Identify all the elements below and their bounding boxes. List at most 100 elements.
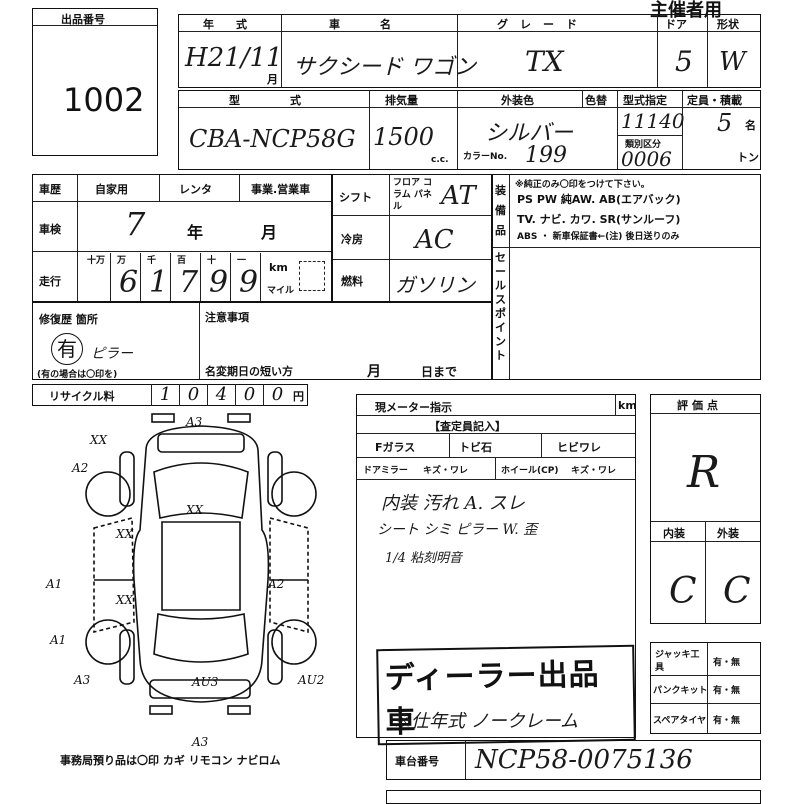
car-body-outline	[132, 425, 270, 703]
history-box: 車歴 自家用 レンタ 事業.営業車 車検 7 年 月 走行 km マイル 十万万…	[32, 174, 332, 302]
damage-mark: A3	[185, 415, 203, 429]
inspector-section-label: 【査定員記入】	[429, 420, 506, 433]
car-name-value: サクシード ワゴン	[293, 55, 476, 80]
spare-tire-options[interactable]: 有・無	[713, 716, 741, 726]
fuel-value: ガソリン	[395, 273, 475, 297]
equipment-line2: TV. ナビ. カワ. SR(サンルーフ)	[517, 213, 681, 226]
inspector-note-1: 内装 汚れ A. スレ	[381, 493, 525, 514]
mileage-digit-label: 百	[177, 256, 187, 266]
category-value: 0006	[621, 147, 672, 171]
inspector-note-3: 1/4 粘刻明音	[385, 551, 463, 566]
inspection-year-unit: 年	[187, 223, 204, 242]
equipment-line3: ABS ・ 新車保証書←(注) 後日送りのみ	[517, 232, 680, 242]
equipment-note: ※純正のみ〇印をつけて下さい。	[515, 180, 650, 190]
rental-label: レンタ	[179, 183, 212, 196]
damage-mark: A3	[191, 735, 209, 749]
recycle-digit: 1	[151, 384, 179, 406]
mile-check[interactable]	[299, 261, 325, 291]
mileage-digit-label: 一	[237, 256, 247, 266]
tire-rear-left	[85, 619, 131, 665]
grade-box: 評価点 R 内装 外装 C C	[650, 394, 761, 624]
displacement-value: 1500	[373, 123, 435, 151]
mileage-digit: 9	[239, 265, 259, 300]
year-month-unit: 月	[267, 73, 278, 86]
front-windshield	[153, 462, 249, 519]
mileage-digit-label: 千	[147, 256, 157, 266]
sales-point-label: セールスポイント	[495, 251, 506, 362]
cc-unit: c.c.	[431, 155, 449, 165]
meter-label: 現メーター指示	[375, 401, 452, 414]
equipment-label: 装備品	[495, 184, 506, 237]
interior-grade-value: C	[669, 571, 697, 612]
door-mirror-label: ドアミラー	[363, 466, 408, 476]
roof	[161, 521, 241, 611]
repair-label: 修復歴 箇所	[39, 313, 98, 326]
mileage-digit-label: 十万	[87, 256, 106, 266]
exterior-grade-value: C	[723, 571, 751, 612]
shift-value: AT	[441, 181, 476, 211]
exterior-color-label: 外装色	[501, 94, 534, 107]
rear-window	[153, 613, 249, 663]
door-value: 5	[675, 45, 693, 78]
grade-label: 評価点	[677, 399, 722, 412]
category-label: 類別区分	[625, 140, 662, 150]
capacity-label: 定員・積載	[687, 94, 742, 107]
lot-box: 出品番号 1002	[32, 8, 158, 156]
damage-mark: XX	[89, 433, 108, 447]
puncture-kit-label: パンクキット	[653, 686, 708, 696]
type-designation-label: 型式指定	[623, 94, 667, 107]
damage-mark: A2	[71, 461, 88, 475]
wheel-label: ホイール(CP)	[501, 466, 559, 476]
puncture-kit-options[interactable]: 有・無	[713, 686, 741, 696]
capacity-unit: 名	[745, 119, 756, 132]
recycle-digit: 0	[263, 384, 291, 406]
shift-label: シフト	[339, 191, 372, 204]
shape-label: 形状	[717, 18, 739, 31]
mileage-digit-label: 万	[117, 256, 127, 266]
chassis-box: 車台番号 NCP58-0075136	[386, 740, 761, 780]
spare-tire-label: スペアタイヤ	[653, 716, 707, 726]
damage-mark: A1	[45, 577, 62, 591]
recycle-digit: 4	[207, 384, 235, 406]
model-label: 型式	[229, 94, 351, 107]
damage-mark: A2	[267, 577, 284, 591]
notes-label: 注意事項	[205, 311, 249, 324]
private-use-label: 自家用	[95, 183, 128, 196]
name-change-label: 名変期日の短い方	[205, 365, 293, 378]
repair-hint: (有の場合は〇印を)	[37, 370, 118, 380]
mileage-digit: 1	[149, 265, 169, 300]
recycle-digit: 0	[235, 384, 263, 406]
damage-mark: XX	[115, 527, 134, 541]
top-right-label: 主催者用	[650, 0, 722, 21]
mileage-digit: 6	[119, 265, 139, 300]
color-change-label: 色替	[585, 94, 607, 107]
capacity-value: 5	[717, 109, 733, 137]
mileage-digit-label: 十	[207, 256, 217, 266]
front-bumper	[157, 433, 245, 453]
left-rear-pillar	[119, 629, 135, 685]
recycle-digit: 0	[179, 384, 207, 406]
damage-mark: AU2	[297, 673, 324, 687]
inspector-note-4: ※仕年式 ノークレーム	[393, 711, 579, 732]
left-mirror	[119, 451, 135, 507]
f-glass-label: Fガラス	[375, 441, 416, 454]
row1-box: 年式 車名 グレード ドア 形状 H21/11 月 サクシード ワゴン TX 5…	[178, 14, 761, 88]
model-value: CBA-NCP58G	[189, 125, 356, 153]
shape-value: W	[719, 47, 746, 77]
right-rear-pillar	[267, 629, 283, 685]
chassis-value: NCP58-0075136	[475, 745, 693, 775]
recycle-label: リサイクル料	[49, 390, 115, 403]
tire-front-right	[271, 471, 317, 517]
jack-options[interactable]: 有・無	[713, 658, 741, 668]
ton-unit: トン	[737, 151, 759, 164]
tire-rear-right	[271, 619, 317, 665]
row2-box: 型式 排気量 外装色 色替 型式指定 定員・積載 CBA-NCP58G 1500…	[178, 90, 761, 171]
damage-mark: AU3	[191, 675, 219, 689]
inspector-box: 現メーター指示 km 【査定員記入】 Fガラス トビ石 ヒビワレ ドアミラー キ…	[356, 394, 637, 746]
shift-options: フロア コラム パネル	[393, 178, 433, 212]
grade-value: TX	[525, 45, 564, 78]
business-label: 事業.営業車	[251, 183, 311, 196]
